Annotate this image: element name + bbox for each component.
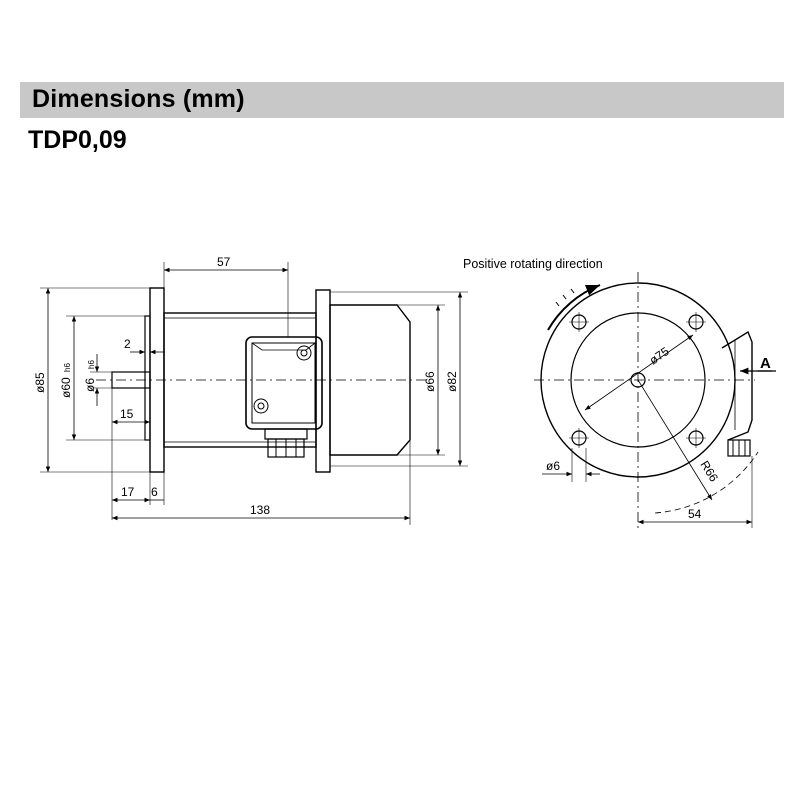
dia-6-hole: ø6 <box>546 459 560 473</box>
dim-2: 2 <box>124 337 131 351</box>
dia-60: ø60 <box>59 377 73 398</box>
side-view <box>40 262 468 525</box>
screw-icon <box>296 345 312 361</box>
dim-17: 17 <box>121 485 135 499</box>
housing-outline <box>570 312 706 448</box>
dia-60-tolerance: h6 <box>63 363 72 372</box>
front-view <box>534 272 776 528</box>
dim-57: 57 <box>217 255 231 269</box>
terminal-box-side <box>721 330 753 441</box>
dia-85: ø85 <box>33 372 47 393</box>
page-title: Dimensions (mm) <box>32 85 245 113</box>
dia-82: ø82 <box>445 371 459 392</box>
pilot <box>144 315 151 441</box>
rotation-label: Positive rotating direction <box>463 257 603 271</box>
rear-flange <box>315 289 331 473</box>
view-a-label: A <box>760 355 771 372</box>
dia-75: ø75 <box>647 344 672 368</box>
header-bar: Dimensions (mm) <box>20 82 784 118</box>
radius-66: R66 <box>697 458 721 484</box>
dim-15: 15 <box>120 407 134 421</box>
rotation-arrow-icon <box>547 284 601 331</box>
screw-icon <box>253 398 269 414</box>
dia-66: ø66 <box>423 371 437 392</box>
dia-6-tolerance: h6 <box>87 360 96 369</box>
dim-54: 54 <box>688 507 702 521</box>
cable-gland <box>264 428 308 440</box>
dim-138: 138 <box>250 503 270 517</box>
model-title: TDP0,09 <box>28 126 127 154</box>
dim-6: 6 <box>151 485 158 499</box>
dia-6: ø6 <box>83 378 97 392</box>
